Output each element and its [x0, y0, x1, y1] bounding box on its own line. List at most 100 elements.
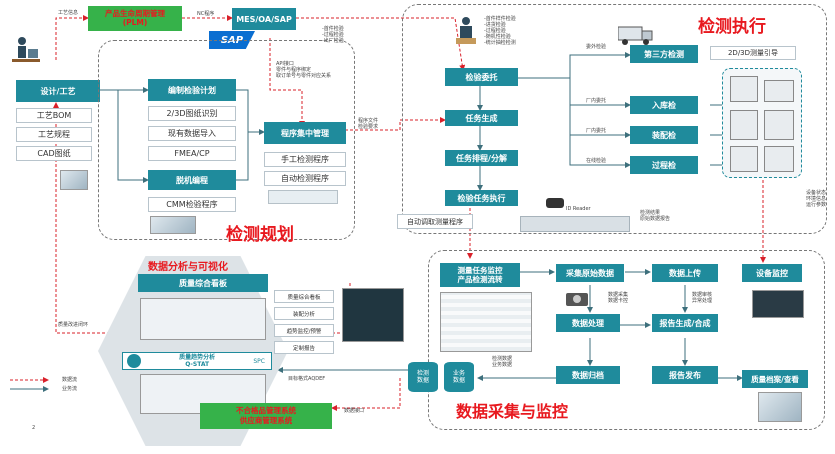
design-item-cad[interactable]: CAD图纸 — [16, 146, 92, 161]
cad-thumbnail — [60, 170, 88, 190]
plm-tag-out: NC程序 — [197, 11, 215, 17]
cmm-machine-2 — [764, 80, 794, 102]
analysis-item[interactable]: 质量综合看板 — [274, 290, 334, 303]
planning-title: 检测规划 — [226, 225, 294, 245]
task-schedule-box[interactable]: 任务排程/分解 — [445, 150, 518, 166]
process-box[interactable]: 过程检 — [630, 156, 698, 174]
request-item: -首件样件检验 — [484, 16, 516, 22]
program-item-auto[interactable]: 自动检测程序 — [264, 171, 346, 186]
program-note: 程序文件 — [358, 118, 379, 124]
task-execute-box[interactable]: 检验任务执行 — [445, 190, 518, 206]
third-party-box[interactable]: 第三方检测 — [630, 45, 698, 63]
equipment-note: 设备状态 环境信息 运行参数 — [806, 190, 826, 208]
equipment-note-line: 运行参数 — [806, 202, 827, 208]
cmm-machine-5 — [730, 146, 758, 172]
mes-box[interactable]: MES/OA/SAP — [232, 8, 296, 30]
monitor-screen — [440, 292, 532, 352]
nc-systems-box[interactable]: 不合格品管理系统 供应商管理系统 — [200, 403, 332, 429]
report-generate-box[interactable]: 报告生成/合成 — [652, 314, 718, 332]
data-interface-label: 数据接口 — [344, 408, 365, 414]
legend-data-flow: 数据流 — [62, 377, 78, 383]
mes-note: -出厂检验 — [322, 38, 344, 44]
execution-title: 检测执行 — [698, 17, 766, 37]
assembly-box[interactable]: 装配检 — [630, 126, 698, 144]
spc-label: SPC — [253, 357, 265, 365]
quality-file-screen — [758, 392, 802, 422]
request-item: -进货检验 — [484, 22, 506, 28]
program-note: 检验要求 — [358, 124, 379, 130]
equipment-note-line: 设备状态 — [806, 190, 827, 196]
program-item-manual[interactable]: 手工检测程序 — [264, 152, 346, 167]
analysis-item[interactable]: 趋势监控/预警 — [274, 324, 334, 337]
cmm-machine-3 — [730, 110, 758, 140]
truck-icon — [617, 24, 654, 46]
offline-programming-box[interactable]: 脱机编程 — [148, 170, 236, 190]
data-upload-box[interactable]: 数据上传 — [652, 264, 718, 282]
equipment-monitor-screen — [752, 290, 804, 318]
api-note: 零件与程序绑定 — [276, 67, 312, 73]
design-item-spec[interactable]: 工艺规程 — [16, 127, 92, 142]
upload-note: 异常处理 — [692, 298, 713, 304]
in-plant-label-2: 厂内委托 — [586, 128, 607, 134]
mes-note: -过程检验 — [322, 32, 344, 38]
task-generate-box[interactable]: 任务生成 — [445, 110, 518, 126]
data-process-box[interactable]: 数据处理 — [556, 314, 620, 332]
design-box[interactable]: 设计/工艺 — [16, 80, 100, 102]
reader-device-strip — [520, 216, 630, 232]
cmm-machine-4 — [764, 110, 794, 140]
plm-box[interactable]: 产品生命周期管理 (PLM) — [88, 6, 182, 31]
upload-note: 数据审核 — [692, 292, 713, 298]
raw-data-box[interactable]: 采集原始数据 — [556, 264, 624, 282]
request-list: -首件样件检验 -进货检验 -过程检验 -随机性检验 -统计抽检检测 — [484, 16, 516, 46]
measure-guide-box[interactable]: 2D/3D测量引导 — [710, 46, 796, 60]
analysis-item[interactable]: 装配分析 — [274, 307, 334, 320]
delivery-truck-icon — [617, 26, 653, 45]
plan-item-drawing[interactable]: 2/3D图纸识别 — [148, 106, 236, 121]
mes-notes: -首件检验 -过程检验 -出厂检验 — [322, 26, 344, 44]
aqdef-label: 目标格式AQDEF — [288, 376, 326, 382]
dashboard-screen — [342, 288, 404, 342]
request-item: -过程检验 — [484, 28, 506, 34]
analysis-title: 数据分析与可视化 — [148, 262, 228, 273]
plan-item-fmea[interactable]: FMEA/CP — [148, 146, 236, 161]
equipment-monitor-box[interactable]: 设备监控 — [742, 264, 802, 282]
program-file-note: 程序文件 检验要求 — [358, 118, 378, 130]
camera-icon-svg — [566, 293, 588, 306]
db-note-line: 业务数据 — [492, 362, 513, 368]
quality-file-box[interactable]: 质量档案/查看 — [742, 370, 808, 388]
outsource-label: 委外检验 — [586, 44, 607, 50]
auto-call-program-box[interactable]: 自动调取测量程序 — [397, 214, 473, 229]
online-label: 在线检验 — [586, 158, 607, 164]
equipment-note-line: 环境信息 — [806, 196, 827, 202]
api-note: API接口 — [276, 61, 294, 67]
plan-box[interactable]: 编制检验计划 — [148, 79, 236, 101]
incoming-box[interactable]: 入库检 — [630, 96, 698, 114]
execution-region — [402, 4, 827, 234]
measure-result-line: 检测结果 — [640, 210, 661, 216]
in-plant-label-1: 厂内委托 — [586, 98, 607, 104]
upload-notes: 数据审核 异常处理 — [692, 292, 712, 304]
task-monitor-box[interactable]: 测量任务监控 产品检测流转 — [440, 263, 520, 287]
designer-icon — [12, 35, 40, 71]
id-reader-label: ID Reader — [566, 206, 591, 212]
program-mgmt-box[interactable]: 程序集中管理 — [264, 122, 346, 144]
acquisition-title: 数据采集与监控 — [456, 402, 569, 421]
mes-note: -首件检验 — [322, 26, 344, 32]
quality-board-box[interactable]: 质量综合看板 — [138, 274, 268, 292]
plan-item-import[interactable]: 现有数据导入 — [148, 126, 236, 141]
report-publish-box[interactable]: 报告发布 — [652, 366, 718, 384]
quality-board-screen — [140, 298, 266, 340]
desk-person-icon — [12, 37, 40, 62]
page-number: 2 — [32, 425, 36, 431]
cmm-program-thumbnail — [150, 216, 196, 234]
qstat-logo-icon — [127, 354, 141, 368]
data-archive-box[interactable]: 数据归档 — [556, 366, 620, 384]
qstat-bar[interactable]: 质量趋势分析 Q-STAT SPC — [122, 352, 272, 370]
entrust-box[interactable]: 检验委托 — [445, 68, 518, 86]
cmm-machine-1 — [730, 76, 758, 102]
database-business: 业务 数据 — [444, 362, 474, 392]
analysis-item[interactable]: 定制报告 — [274, 341, 334, 354]
db-note-line: 检测数据 — [492, 356, 513, 362]
cmm-program-item[interactable]: CMM检验程序 — [148, 197, 236, 212]
design-item-bom[interactable]: 工艺BOM — [16, 108, 92, 123]
